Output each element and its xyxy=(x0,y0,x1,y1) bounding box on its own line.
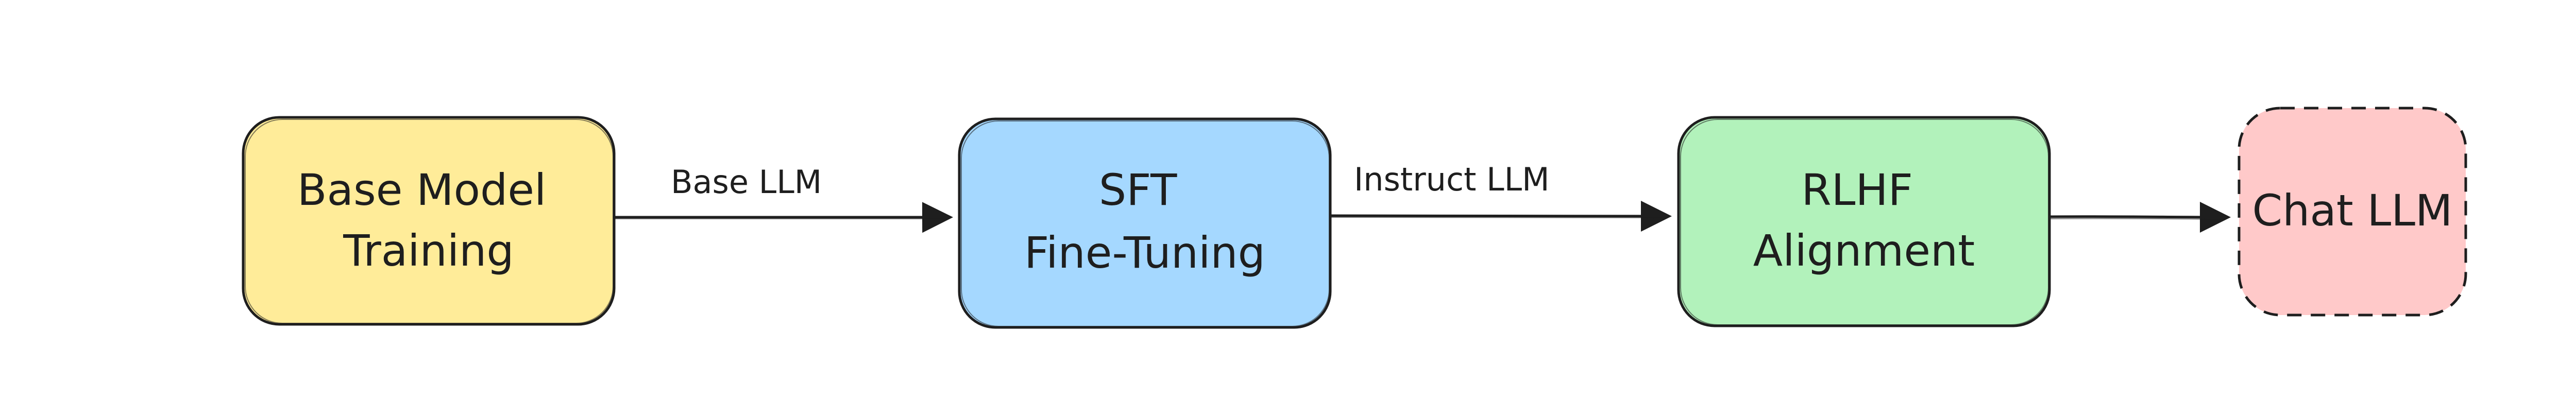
edge-rlhf-to-chat xyxy=(2049,201,2231,233)
node-sft-fine-tuning-line-1: SFT xyxy=(1099,165,1177,215)
node-chat-llm-line-1: Chat LLM xyxy=(2252,185,2452,236)
node-base-model-training-box xyxy=(242,116,616,326)
node-rlhf-alignment-box xyxy=(1677,116,2051,327)
node-base-model-training-line-1: Base Model xyxy=(297,165,546,215)
edge-sft-to-rlhf-sketch-line xyxy=(1331,216,1662,218)
node-chat-llm: Chat LLM xyxy=(2238,107,2467,317)
node-base-model-training: Base Model Training xyxy=(242,116,616,326)
edge-base-to-sft-sketch-line xyxy=(615,218,943,219)
node-rlhf-alignment-line-1: RLHF xyxy=(1801,165,1913,215)
node-chat-llm-label: Chat LLM xyxy=(2252,185,2452,236)
node-base-model-training-line-2: Training xyxy=(343,225,514,276)
node-base-model-training-label: Base Model Training xyxy=(297,165,560,276)
node-sft-fine-tuning: SFT Fine-Tuning xyxy=(958,117,1332,329)
node-rlhf-alignment-line-2: Alignment xyxy=(1753,225,1975,276)
node-rlhf-alignment: RLHF Alignment xyxy=(1677,116,2051,327)
node-sft-fine-tuning-box xyxy=(958,117,1332,329)
node-chat-llm-box xyxy=(2238,107,2467,317)
node-rlhf-alignment-label: RLHF Alignment xyxy=(1753,165,1975,276)
edge-base-to-sft-label: Base LLM xyxy=(671,163,822,201)
node-rlhf-alignment-sketch-outline xyxy=(1680,119,2049,325)
node-sft-fine-tuning-line-2: Fine-Tuning xyxy=(1024,228,1265,278)
edge-sft-to-rlhf-label: Instruct LLM xyxy=(1354,161,1550,198)
node-sft-fine-tuning-label: SFT Fine-Tuning xyxy=(1024,165,1265,278)
node-sft-fine-tuning-sketch-outline xyxy=(961,120,1330,327)
edge-sft-to-rlhf: Instruct LLM xyxy=(1330,161,1672,232)
node-base-model-training-sketch-outline xyxy=(245,119,614,324)
edge-base-to-sft: Base LLM xyxy=(614,163,953,233)
